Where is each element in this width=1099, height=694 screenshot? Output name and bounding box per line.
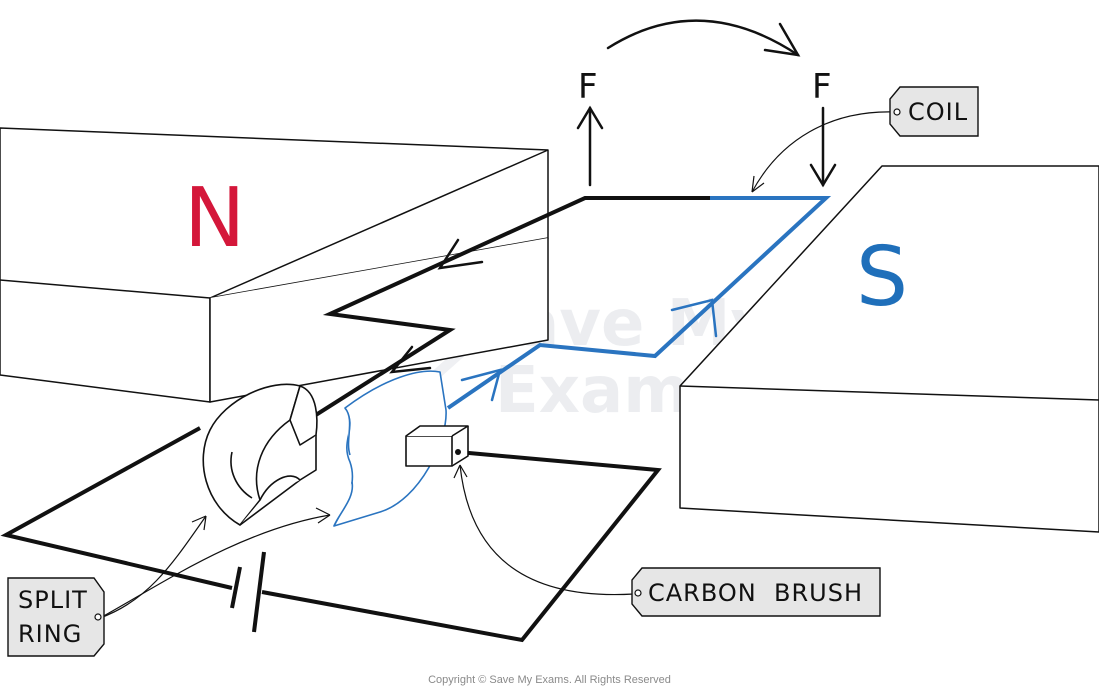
force-arrow-up <box>576 105 604 187</box>
split-ring-half-black <box>202 383 318 526</box>
carbon-brush-pointer <box>453 464 635 596</box>
coil-label: COIL <box>908 98 968 126</box>
force-label-right: F <box>812 67 832 107</box>
split-ring-pointers <box>99 507 331 619</box>
split-ring-label-line1: SPLIT <box>18 586 88 614</box>
split-ring-tag: SPLIT RING <box>7 577 105 657</box>
copyright-notice: Copyright © Save My Exams. All Rights Re… <box>428 674 671 686</box>
split-ring-half-blue <box>333 370 447 527</box>
force-arrow-down <box>809 106 837 188</box>
battery-cell <box>230 551 266 633</box>
north-pole-label: N <box>184 171 245 266</box>
carbon-brush-label: CARBON BRUSH <box>648 579 863 607</box>
rotation-arrow <box>606 19 801 57</box>
coil-direction-arrows-black <box>389 238 484 374</box>
split-ring-label-line2: RING <box>18 620 82 648</box>
coil-direction-arrows-blue <box>460 298 718 402</box>
coil-blue-section <box>446 196 832 410</box>
external-circuit <box>0 426 662 643</box>
force-label-left: F <box>578 67 598 107</box>
brush-contact-dot <box>455 449 461 455</box>
coil-tag: COIL <box>889 86 979 137</box>
carbon-brush-tag: CARBON BRUSH <box>631 567 881 617</box>
south-pole-label: S <box>856 230 908 325</box>
south-magnet <box>679 165 1099 533</box>
coil-pointer <box>751 111 896 193</box>
carbon-brush <box>405 425 469 467</box>
